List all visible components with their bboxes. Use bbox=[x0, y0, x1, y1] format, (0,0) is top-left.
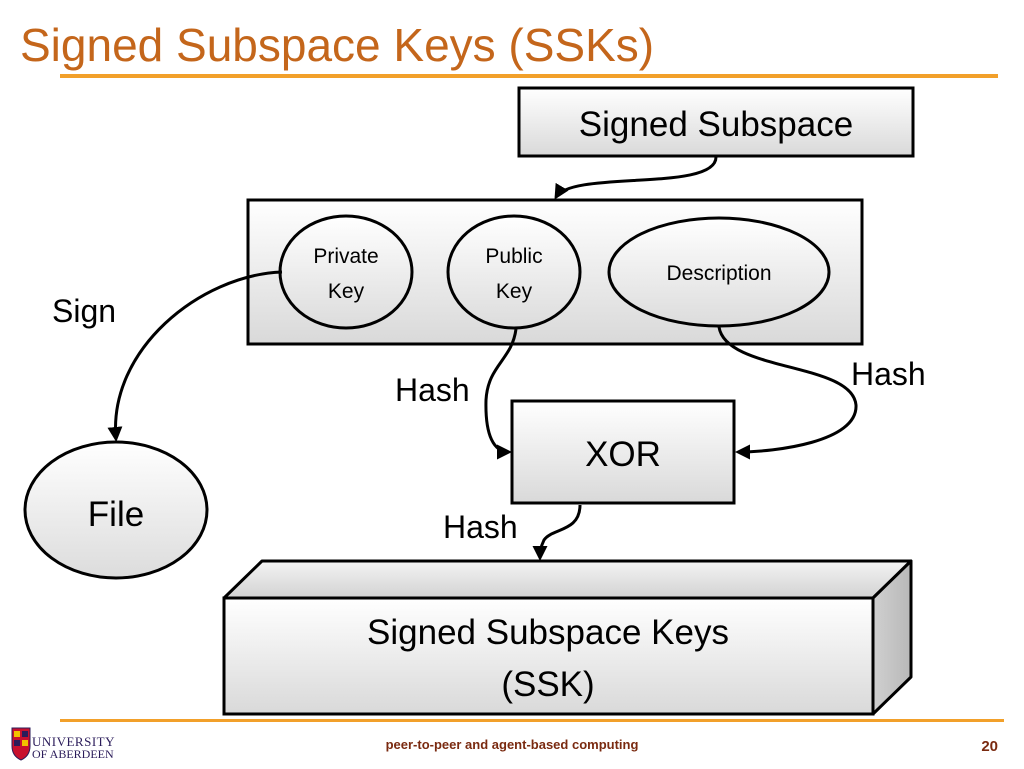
edge-label-sign: Sign bbox=[52, 293, 116, 329]
university-logo bbox=[10, 722, 160, 766]
public-key-label-line2: Key bbox=[496, 280, 533, 303]
public-key-label-line1: Public bbox=[485, 245, 542, 268]
private-key-label-line2: Key bbox=[328, 280, 365, 303]
edge-description-hash-xor bbox=[717, 326, 858, 460]
page-number: 20 bbox=[981, 738, 998, 755]
edge-label-hash-description: Hash bbox=[851, 356, 926, 392]
edge-xor-hash-ssk bbox=[532, 504, 582, 561]
public-key-node: Public Key bbox=[446, 214, 582, 330]
signed-subspace-label: Signed Subspace bbox=[579, 105, 853, 144]
xor-node: XOR bbox=[510, 399, 736, 505]
footer-course-title: peer-to-peer and agent-based computing bbox=[385, 737, 639, 752]
university-name-line2: OF ABERDEEN bbox=[32, 747, 114, 761]
university-name-line1: UNIVERSITY bbox=[32, 734, 115, 749]
crest-icon bbox=[11, 727, 31, 761]
university-name: UNIVERSITY OF ABERDEEN bbox=[32, 735, 115, 761]
ssk-label-line2: (SSK) bbox=[501, 665, 594, 704]
description-node: Description bbox=[607, 216, 831, 328]
private-key-node: Private Key bbox=[278, 214, 414, 330]
private-key-label-line1: Private bbox=[313, 245, 378, 268]
footer-divider bbox=[60, 719, 1004, 722]
edge-signed-subspace-to-keys bbox=[554, 156, 718, 200]
ssk-node: Signed Subspace Keys (SSK) bbox=[222, 559, 913, 716]
xor-label: XOR bbox=[585, 435, 661, 474]
edge-label-hash-xor: Hash bbox=[443, 509, 518, 545]
file-label: File bbox=[88, 495, 144, 534]
title-divider bbox=[60, 74, 998, 78]
ssk-label-line1: Signed Subspace Keys bbox=[367, 613, 729, 652]
signed-subspace-node: Signed Subspace bbox=[517, 86, 915, 158]
slide-title: Signed Subspace Keys (SSKs) bbox=[20, 19, 655, 71]
edge-public-key-hash-xor bbox=[484, 328, 518, 460]
edge-private-key-sign-file bbox=[107, 270, 283, 442]
file-node: File bbox=[23, 440, 209, 580]
description-label: Description bbox=[666, 262, 771, 285]
edge-label-hash-public-key: Hash bbox=[395, 372, 470, 408]
